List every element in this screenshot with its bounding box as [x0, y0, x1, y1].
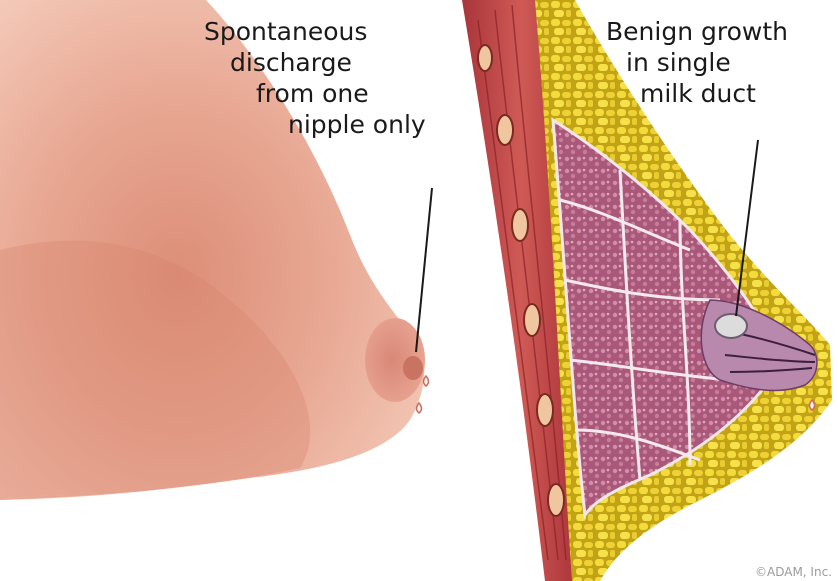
growth-label-line-1: Benign growth: [606, 16, 788, 47]
discharge-label-line-3: from one: [204, 78, 426, 109]
discharge-drop-1: [424, 376, 429, 386]
discharge-label-line-1: Spontaneous: [204, 16, 426, 47]
discharge-label-line-2: discharge: [204, 47, 426, 78]
discharge-drop-2: [417, 403, 422, 413]
copyright-notice: ©ADAM, Inc.: [755, 565, 832, 579]
nipple: [403, 356, 423, 380]
growth-label-line-2: in single: [606, 47, 788, 78]
discharge-label-line-4: nipple only: [204, 109, 426, 140]
discharge-pointer-line: [416, 188, 432, 352]
discharge-label: Spontaneous discharge from one nipple on…: [204, 16, 426, 140]
growth-label: Benign growth in single milk duct: [606, 16, 788, 109]
growth-label-line-3: milk duct: [606, 78, 788, 109]
benign-growth: [715, 314, 747, 338]
section-discharge-drop: [810, 400, 815, 410]
